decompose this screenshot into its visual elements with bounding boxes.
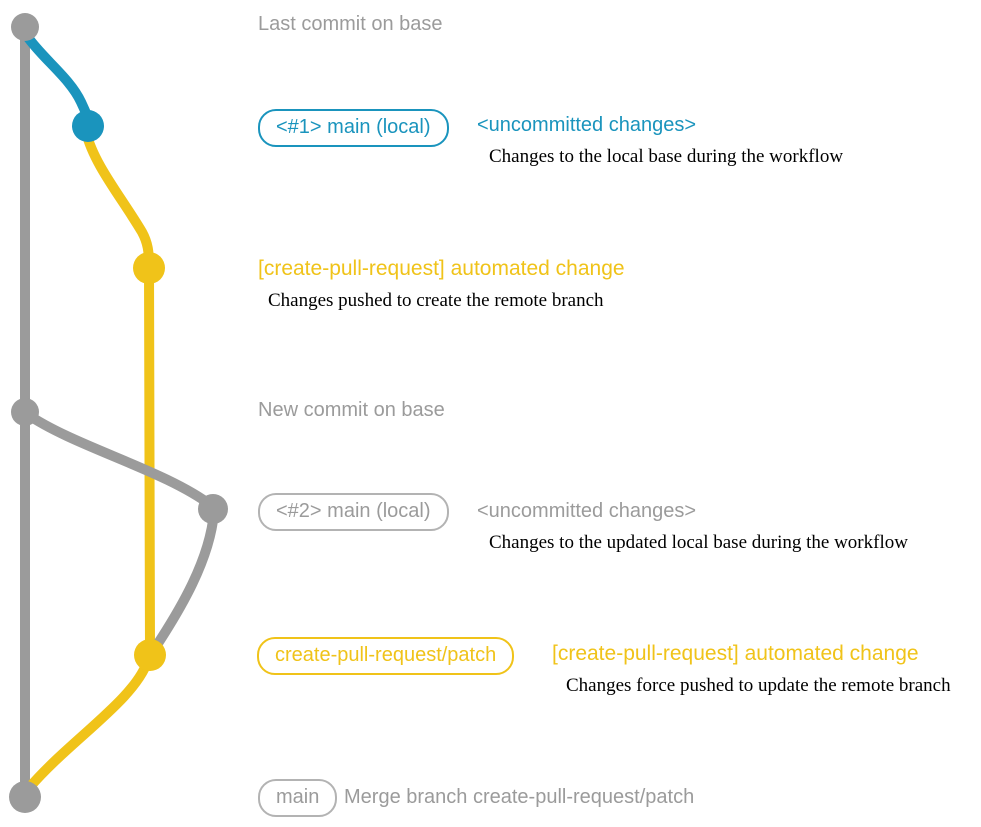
commit-node-automated-change-2 (134, 639, 166, 671)
description-local-base-changes: Changes to the local base during the wor… (489, 146, 844, 167)
edge-local-main-2-to-patch (150, 507, 219, 653)
label-new-commit-on-base: New commit on base (258, 399, 445, 421)
commit-node-local-main-2 (198, 494, 228, 524)
label-merge-branch: Merge branch create-pull-request/patch (344, 786, 695, 808)
label-automated-change-2: [create-pull-request] automated change (552, 642, 919, 665)
commit-node-local-main-1 (72, 110, 104, 142)
description-changes-force-pushed: Changes force pushed to update the remot… (566, 675, 951, 696)
label-automated-change-1: [create-pull-request] automated change (258, 257, 625, 280)
edge-patch-to-merge (24, 655, 153, 793)
commit-node-last-commit-on-base (11, 13, 39, 41)
description-updated-local-base-changes: Changes to the updated local base during… (489, 532, 908, 553)
commit-node-merge-commit (9, 781, 41, 813)
description-changes-pushed: Changes pushed to create the remote bran… (268, 290, 604, 311)
edge-base-to-local-main-2 (22, 409, 217, 511)
label-uncommitted-changes-2: <uncommitted changes> (477, 500, 697, 522)
edge-remote-branch-line (144, 263, 155, 657)
commit-node-automated-change-1 (133, 252, 165, 284)
edge-local-main-1-to-automated-change (81, 127, 154, 271)
branch-badge-main-local-1: <#1> main (local) (258, 109, 449, 147)
label-last-commit-on-base: Last commit on base (258, 13, 443, 35)
commit-node-new-commit-on-base (11, 398, 39, 426)
branch-badge-create-pull-request-patch: create-pull-request/patch (257, 637, 515, 675)
edge-base-to-local-main-1 (22, 31, 93, 129)
branch-badge-main-local-2: <#2> main (local) (258, 493, 449, 531)
label-uncommitted-changes-1: <uncommitted changes> (477, 114, 697, 136)
branch-badge-main: main (258, 779, 338, 817)
